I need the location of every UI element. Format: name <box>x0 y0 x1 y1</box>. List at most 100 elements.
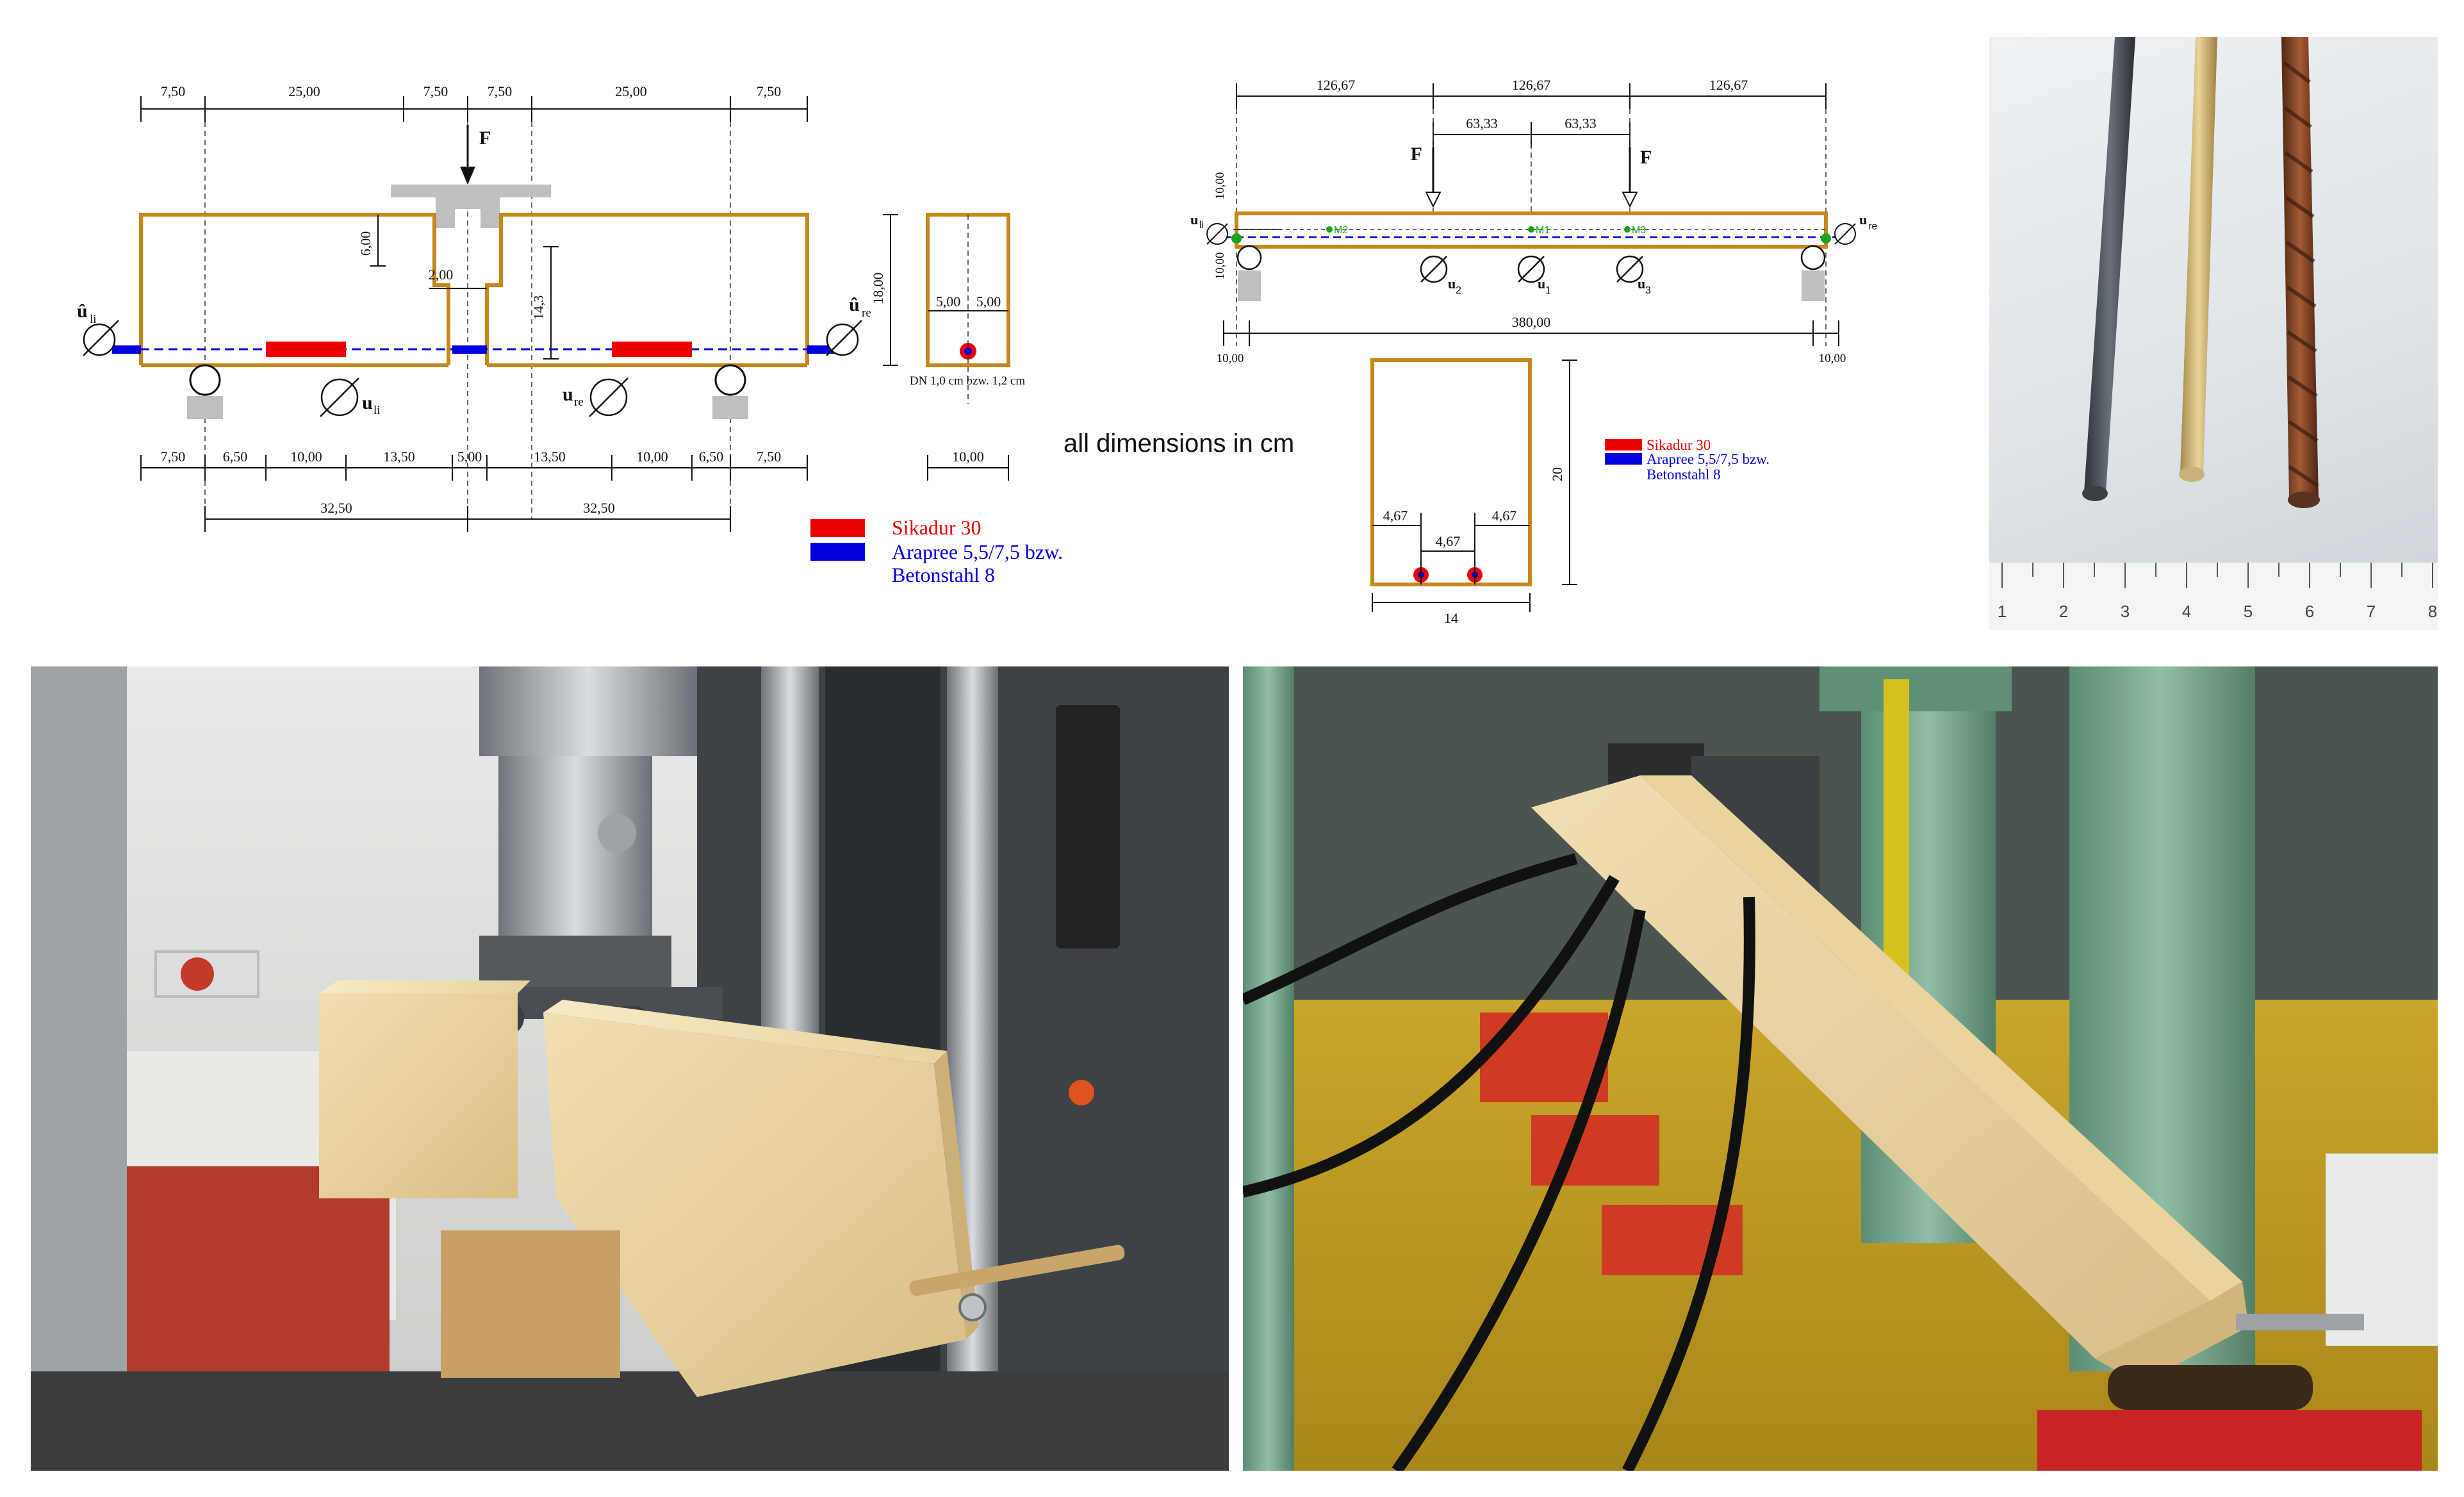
dim-label: 7,50 <box>757 83 782 99</box>
roller-support <box>2108 1365 2313 1410</box>
crosshead <box>479 666 697 756</box>
svg-text:2: 2 <box>2059 602 2068 621</box>
end-marker-left <box>1231 233 1242 244</box>
ruler-ticks <box>2001 563 2433 588</box>
shear-test-diagram: 7,50 25,00 7,50 7,50 25,00 7,50 F <box>77 83 1063 586</box>
svg-text:u: u <box>362 392 373 413</box>
support-left <box>187 364 223 419</box>
force-arrow-left: F <box>1411 144 1441 208</box>
svg-text:li: li <box>374 404 381 417</box>
sensor-u3: u 3 <box>1616 255 1651 296</box>
svg-text:63,33: 63,33 <box>1565 115 1597 131</box>
support-left <box>1236 245 1262 301</box>
svg-text:7,50: 7,50 <box>757 449 782 465</box>
svg-text:u: u <box>1190 211 1198 227</box>
timber-beam <box>1531 775 2210 1359</box>
cable <box>1243 853 1578 1005</box>
sensor-u-right: u re <box>563 377 628 417</box>
svg-text:6: 6 <box>2305 602 2314 621</box>
displacement-sensor <box>2236 1314 2364 1330</box>
svg-text:F: F <box>1640 147 1652 168</box>
svg-text:û: û <box>77 301 88 322</box>
dim-label: 7,50 <box>423 83 448 99</box>
svg-text:10,00: 10,00 <box>1213 252 1227 280</box>
svg-text:10,00: 10,00 <box>1819 352 1846 365</box>
legend-arapree-label: Arapree 5,5/7,5 bzw. <box>892 540 1063 563</box>
dim-label: 7,50 <box>161 83 186 99</box>
red-block <box>1480 1013 1608 1102</box>
svg-text:re: re <box>862 306 871 320</box>
svg-text:13,50: 13,50 <box>383 449 415 465</box>
red-support-base <box>2037 1410 2422 1471</box>
top-dimension-chain <box>140 96 808 122</box>
sensor-u2: u 2 <box>1420 255 1461 296</box>
sikadur-segment <box>612 342 692 357</box>
svg-text:4,67: 4,67 <box>1383 508 1408 524</box>
dim-label: 14,3 <box>530 295 546 320</box>
dim-label: 25,00 <box>288 83 320 99</box>
rod-steel-ribbed <box>2281 37 2319 499</box>
svg-text:1: 1 <box>1998 602 2007 621</box>
orange-knob <box>1069 1080 1094 1105</box>
svg-text:u: u <box>1538 276 1545 292</box>
svg-text:4,67: 4,67 <box>1492 508 1517 524</box>
svg-text:10,00: 10,00 <box>1213 172 1227 200</box>
shear-test-illustration <box>31 666 1229 1471</box>
svg-text:û: û <box>849 294 860 315</box>
bending-cross-section <box>1370 358 1577 612</box>
svg-text:5,00: 5,00 <box>936 294 961 310</box>
rod-carbon <box>2084 37 2135 492</box>
control-panel <box>1056 705 1120 948</box>
sensor-u-left: u li <box>320 377 381 417</box>
svg-text:4: 4 <box>2182 602 2191 621</box>
cable <box>1243 875 1620 1198</box>
top-dimension-labels: 7,50 25,00 7,50 7,50 25,00 7,50 <box>161 83 782 99</box>
arapree-segment <box>452 345 487 354</box>
svg-text:all dimensions in cm: all dimensions in cm <box>1064 429 1294 458</box>
rods-photo: 1 2 3 4 5 6 7 8 <box>1989 37 2438 630</box>
svg-text:u: u <box>563 384 573 405</box>
vertical-dimensions <box>370 215 559 360</box>
yellow-ruler <box>1884 679 1909 987</box>
svg-text:10,00: 10,00 <box>290 449 322 465</box>
loading-plate <box>391 185 551 228</box>
svg-text:u: u <box>1859 211 1867 227</box>
svg-text:6,50: 6,50 <box>223 449 248 465</box>
measure-point-m3: M3 <box>1624 225 1646 236</box>
dim-label: 7,50 <box>488 83 513 99</box>
timber-left-block <box>139 213 450 365</box>
bending-test-diagram: 126,67 126,67 126,67 63,33 63,33 F F 10,… <box>1190 77 1877 626</box>
svg-text:M2: M2 <box>1334 225 1348 236</box>
diameter-note: DN 1,0 cm bzw. 1,2 cm <box>910 374 1026 388</box>
svg-text:Betonstahl 8: Betonstahl 8 <box>1647 467 1721 483</box>
cable <box>1392 909 1646 1471</box>
span-dimension <box>1223 320 1839 346</box>
support-right <box>712 364 748 419</box>
svg-text:126,67: 126,67 <box>1512 77 1551 93</box>
support-right <box>1800 245 1826 301</box>
svg-text:5,00: 5,00 <box>457 449 482 465</box>
sensor-u-hat-left: û li <box>77 301 119 356</box>
legend-middle: Sikadur 30 Arapree 5,5/7,5 bzw. Betonsta… <box>1605 437 1770 483</box>
svg-text:re: re <box>574 395 584 409</box>
dim-label: 25,00 <box>615 83 647 99</box>
svg-text:5: 5 <box>2244 602 2253 621</box>
svg-text:Sikadur 30: Sikadur 30 <box>1647 437 1711 453</box>
svg-text:20: 20 <box>1549 467 1565 481</box>
bottom-dimension-labels: 7,50 6,50 10,00 13,50 5,00 13,50 10,00 6… <box>161 449 782 516</box>
svg-text:u: u <box>1638 276 1645 292</box>
svg-text:380,00: 380,00 <box>1512 314 1551 330</box>
timber-specimen-right <box>543 1013 966 1397</box>
force-arrow: F <box>460 125 491 185</box>
units-note: all dimensions in cm <box>1064 429 1294 458</box>
svg-text:13,50: 13,50 <box>534 449 566 465</box>
svg-text:M1: M1 <box>1536 225 1550 236</box>
svg-text:F: F <box>1411 144 1422 165</box>
cable <box>1622 897 1755 1471</box>
svg-text:10,00: 10,00 <box>636 449 668 465</box>
end-marker-right <box>1821 233 1831 244</box>
legend-swatch-sikadur <box>810 519 865 537</box>
svg-text:re: re <box>1868 221 1877 232</box>
svg-text:10,00: 10,00 <box>952 449 984 465</box>
timber-specimen-left <box>319 993 518 1198</box>
